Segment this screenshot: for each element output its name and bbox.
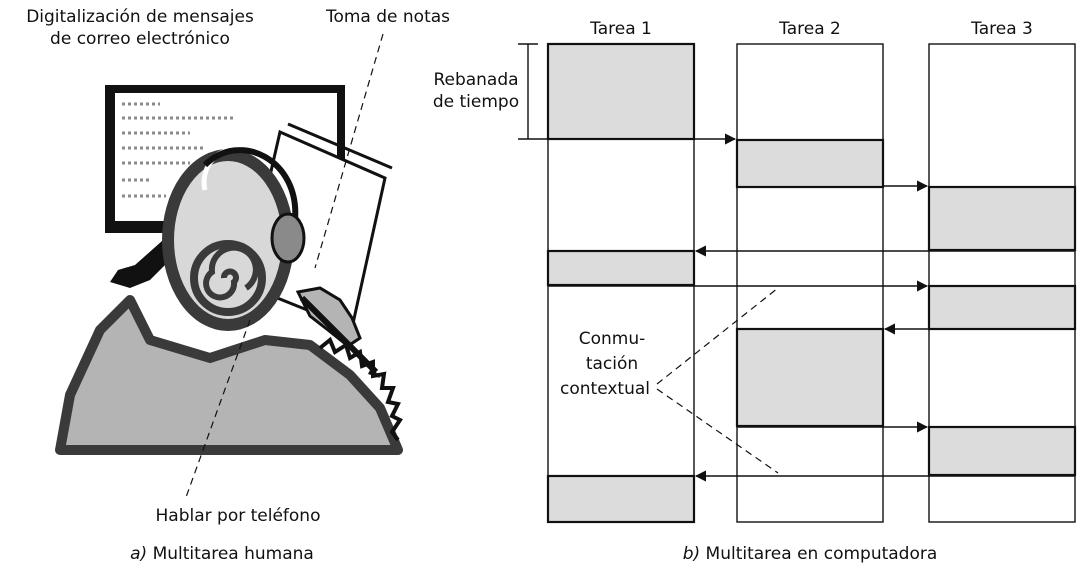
caption-a: a) Multitarea humana bbox=[130, 544, 314, 564]
human-multitask-illustration bbox=[55, 85, 403, 455]
caption-b: b) Multitarea en computadora bbox=[683, 544, 938, 564]
task-header-3: Tarea 3 bbox=[970, 19, 1033, 39]
notes-pointer-line bbox=[314, 33, 384, 269]
time-slice-label-line1: Rebanada bbox=[433, 70, 518, 90]
email-text-lines bbox=[122, 102, 234, 198]
task-header-2: Tarea 2 bbox=[778, 19, 841, 39]
caption-a-letter: a) bbox=[130, 544, 147, 564]
hand bbox=[295, 286, 362, 348]
time-slice-bracket bbox=[518, 43, 538, 139]
time-slice-label-line2: de tiempo bbox=[433, 92, 519, 112]
slice-task2-1 bbox=[735, 138, 885, 189]
context-switch-label-line1: Conmu- bbox=[579, 329, 646, 349]
slice-task3-2 bbox=[927, 284, 1077, 331]
headset-earpiece-icon bbox=[270, 212, 306, 264]
slice-task3-3 bbox=[927, 425, 1077, 477]
person-torso bbox=[55, 295, 403, 455]
ear-spiral bbox=[203, 244, 259, 301]
slice-task1-1 bbox=[546, 42, 696, 141]
caption-b-text: Multitarea en computadora bbox=[706, 544, 938, 564]
email-label-line1: Digitalización de mensajes bbox=[26, 7, 254, 27]
email-label-line2: de correo electrónico bbox=[50, 29, 230, 49]
headset-band bbox=[202, 147, 299, 221]
notes-label: Toma de notas bbox=[325, 7, 450, 27]
sweater-edge bbox=[318, 336, 403, 442]
task-column-2 bbox=[736, 43, 884, 523]
context-switch-label-line3: contextual bbox=[560, 379, 650, 399]
slice-task1-2 bbox=[546, 249, 696, 287]
pen bbox=[299, 295, 379, 375]
slice-task2-2 bbox=[735, 327, 885, 428]
slice-task3-1 bbox=[927, 185, 1077, 252]
context-pointer-line-upper bbox=[656, 287, 779, 385]
phone-pointer-line bbox=[184, 319, 251, 501]
context-switch-label-line2: tación bbox=[586, 354, 638, 374]
slice-task1-3 bbox=[546, 474, 696, 524]
context-pointer-line-lower bbox=[656, 388, 779, 474]
task-header-1: Tarea 1 bbox=[589, 19, 652, 39]
caption-a-text: Multitarea humana bbox=[153, 544, 314, 564]
phone-label: Hablar por teléfono bbox=[156, 506, 321, 526]
caption-b-letter: b) bbox=[683, 544, 700, 564]
